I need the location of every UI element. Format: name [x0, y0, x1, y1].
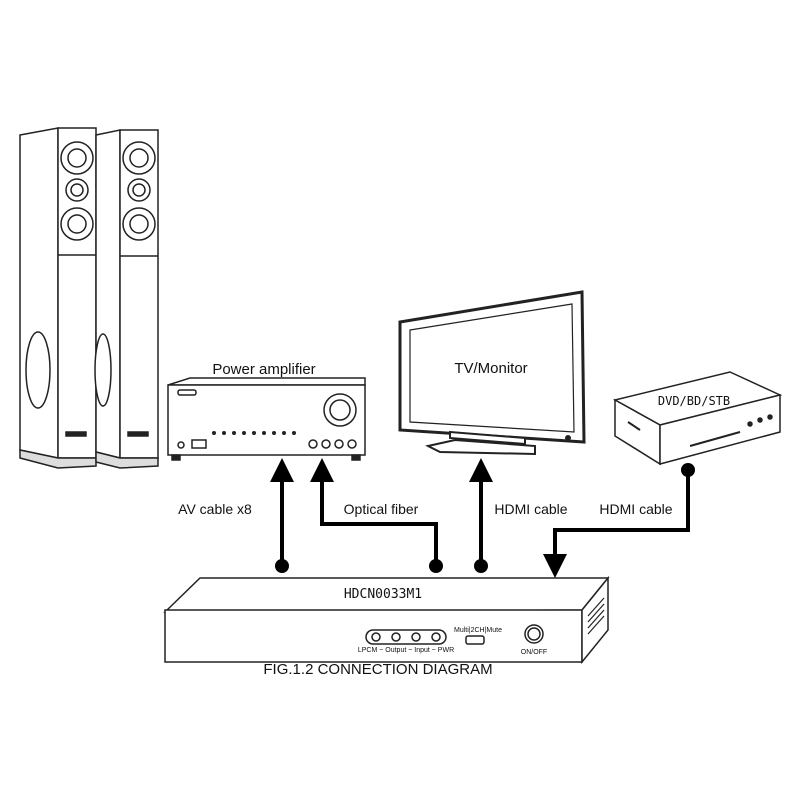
connection-optical-fiber [310, 458, 438, 566]
dvd-player [612, 371, 783, 466]
label-hdmi-tv: HDMI cable [494, 501, 567, 517]
dvd-label: DVD/BD/STB [658, 394, 730, 408]
hdmi-source-terminal [681, 463, 695, 477]
label-av-cable: AV cable x8 [178, 501, 252, 517]
hub-led-labels: LPCM ~ Output ~ Input ~ PWR [358, 647, 454, 654]
hub-model: HDCN0033M1 [344, 587, 422, 602]
optical-terminal [429, 559, 443, 573]
figure-caption: FIG.1.2 CONNECTION DIAGRAM [263, 661, 492, 678]
av-cable-terminal [275, 559, 289, 573]
speaker-right [94, 129, 159, 469]
tv-monitor [398, 290, 586, 456]
hdmi-tv-terminal [474, 559, 488, 573]
hub-device [163, 575, 610, 665]
amplifier-label: Power amplifier [212, 361, 315, 378]
connection-hdmi-source [543, 470, 690, 578]
hub-power-label: ON/OFF [521, 649, 547, 656]
label-hdmi-source: HDMI cable [599, 501, 672, 517]
hub-mode-labels: Multi|2CH|Mute [454, 627, 502, 634]
speaker-left [19, 127, 97, 469]
power-amplifier [167, 377, 366, 461]
label-optical-fiber: Optical fiber [344, 501, 419, 517]
tv-label: TV/Monitor [454, 360, 527, 377]
